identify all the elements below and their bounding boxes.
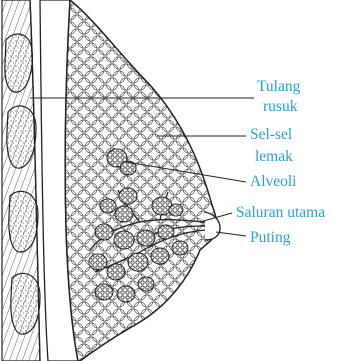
- lobule: [89, 254, 107, 270]
- label-tulang-rusuk-2: rusuk: [263, 98, 298, 115]
- lobule: [107, 264, 125, 280]
- label-sel-lemak-1: Sel-sel: [250, 126, 292, 143]
- lobule: [95, 224, 113, 240]
- lobule: [172, 241, 188, 255]
- lobule: [158, 225, 174, 239]
- label-sel-lemak-2: lemak: [255, 148, 293, 165]
- lobule: [100, 199, 116, 213]
- lobule: [117, 286, 135, 302]
- label-puting: Puting: [250, 229, 291, 246]
- label-alveoli: Alveoli: [250, 173, 297, 190]
- labels: Tulang rusuk Sel-sel lemak Alveoli Salur…: [236, 78, 325, 246]
- nipple: [205, 212, 220, 240]
- lobule: [128, 253, 148, 271]
- label-saluran-utama: Saluran utama: [236, 204, 325, 221]
- lobule: [169, 204, 183, 216]
- lobule: [115, 206, 133, 222]
- leader-puting: [216, 232, 246, 236]
- breast-tissue: [65, 0, 220, 361]
- label-tulang-rusuk-1: Tulang: [257, 78, 301, 95]
- lobule: [114, 231, 134, 249]
- lobule: [119, 188, 137, 204]
- lobule: [151, 248, 169, 264]
- lobule: [138, 277, 154, 291]
- lobule: [137, 230, 155, 246]
- lobule: [95, 284, 113, 300]
